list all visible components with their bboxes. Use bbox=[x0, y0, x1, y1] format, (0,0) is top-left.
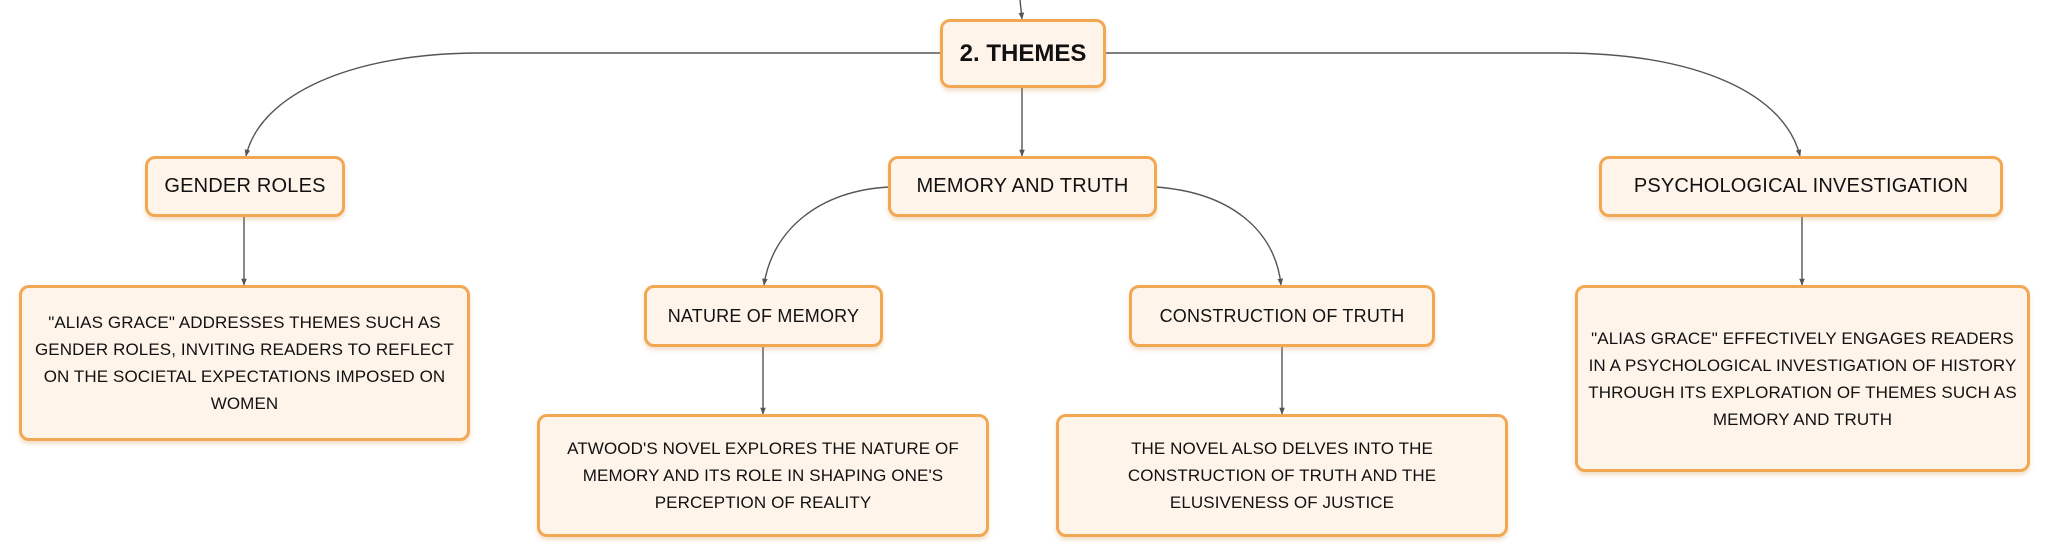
node-gender-roles-detail-text: "ALIAS GRACE" ADDRESSES THEMES SUCH AS G… bbox=[34, 313, 455, 413]
node-gender-roles-label: GENDER ROLES bbox=[164, 175, 326, 197]
node-nature-of-memory-label: NATURE OF MEMORY bbox=[667, 305, 860, 326]
node-construction-of-truth-detail[interactable]: THE NOVEL ALSO DELVES INTO THE CONSTRUCT… bbox=[1056, 414, 1508, 537]
node-gender-roles[interactable]: GENDER ROLES bbox=[145, 156, 345, 217]
node-construction-of-truth[interactable]: CONSTRUCTION OF TRUTH bbox=[1129, 285, 1435, 347]
connector-root-to-psychological-investigation bbox=[1104, 52, 1802, 157]
connector-memory-to-nature bbox=[762, 186, 891, 286]
node-memory-and-truth[interactable]: MEMORY AND TRUTH bbox=[888, 156, 1157, 217]
node-construction-of-truth-label: CONSTRUCTION OF TRUTH bbox=[1159, 305, 1405, 326]
root-node-themes[interactable]: 2. THEMES bbox=[940, 19, 1106, 88]
node-psychological-investigation-detail[interactable]: "ALIAS GRACE" EFFECTIVELY ENGAGES READER… bbox=[1575, 285, 2030, 472]
node-psychological-investigation[interactable]: PSYCHOLOGICAL INVESTIGATION bbox=[1599, 156, 2003, 217]
connector-parent-to-root bbox=[1018, 0, 1025, 20]
node-nature-of-memory-detail[interactable]: ATWOOD'S NOVEL EXPLORES THE NATURE OF ME… bbox=[537, 414, 989, 537]
node-psychological-investigation-label: PSYCHOLOGICAL INVESTIGATION bbox=[1633, 175, 1969, 197]
node-nature-of-memory[interactable]: NATURE OF MEMORY bbox=[644, 285, 883, 347]
node-memory-and-truth-label: MEMORY AND TRUTH bbox=[916, 175, 1129, 197]
root-node-label: 2. THEMES bbox=[959, 39, 1087, 67]
node-construction-of-truth-detail-text: THE NOVEL ALSO DELVES INTO THE CONSTRUCT… bbox=[1127, 439, 1437, 512]
node-nature-of-memory-detail-text: ATWOOD'S NOVEL EXPLORES THE NATURE OF ME… bbox=[567, 439, 959, 512]
connector-root-to-gender-roles bbox=[244, 52, 942, 157]
node-gender-roles-detail[interactable]: "ALIAS GRACE" ADDRESSES THEMES SUCH AS G… bbox=[19, 285, 470, 441]
node-psychological-investigation-detail-text: "ALIAS GRACE" EFFECTIVELY ENGAGES READER… bbox=[1588, 328, 2017, 429]
connector-memory-to-construction bbox=[1154, 186, 1284, 286]
